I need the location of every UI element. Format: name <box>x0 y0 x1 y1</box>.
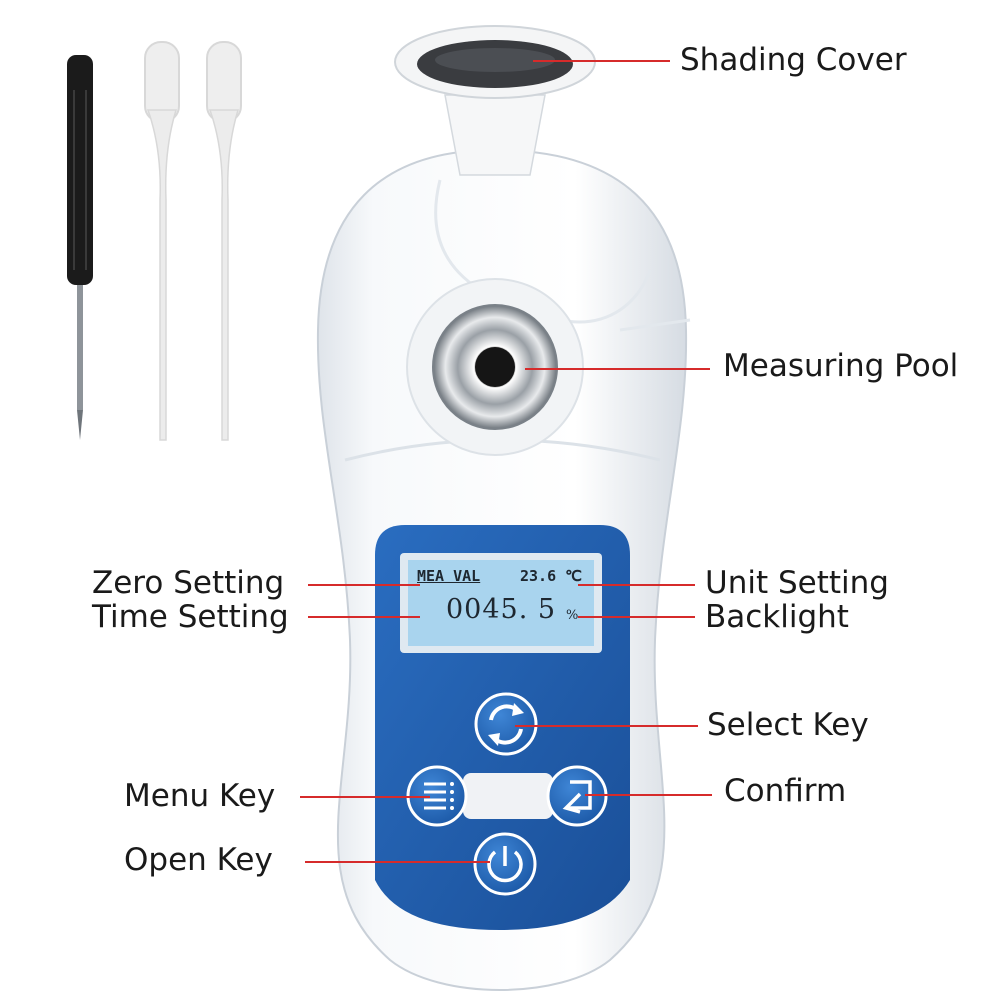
label-backlight: Backlight <box>705 599 849 635</box>
label-menu-key: Menu Key <box>124 778 276 814</box>
label-unit-setting: Unit Setting <box>705 565 889 601</box>
label-select-key: Select Key <box>707 707 869 743</box>
lcd-reading: 0045. 5 <box>446 594 557 625</box>
label-confirm: Confirm <box>724 773 847 809</box>
refresh-arrows-icon <box>488 703 524 746</box>
menu-list-icon <box>424 782 454 810</box>
lcd-temperature: 23.6 ℃ <box>520 567 582 585</box>
shading-cover[interactable] <box>394 25 596 176</box>
label-time-setting: Time Setting <box>92 599 289 635</box>
pipette <box>144 41 180 441</box>
label-zero-setting: Zero Setting <box>92 565 285 601</box>
leader-lines <box>300 60 712 863</box>
lcd-screen <box>400 553 602 653</box>
select-key[interactable] <box>474 692 538 756</box>
measuring-pool <box>406 278 584 456</box>
lcd-unit: % <box>566 608 579 623</box>
label-open-key: Open Key <box>124 842 273 878</box>
pipette <box>206 41 242 441</box>
label-shading-cover: Shading Cover <box>680 42 907 78</box>
lcd-status-text: MEA VAL <box>417 567 481 585</box>
open-key[interactable] <box>473 832 537 896</box>
label-measuring-pool: Measuring Pool <box>723 348 959 384</box>
key-strip <box>463 773 553 819</box>
screwdriver <box>67 55 93 440</box>
